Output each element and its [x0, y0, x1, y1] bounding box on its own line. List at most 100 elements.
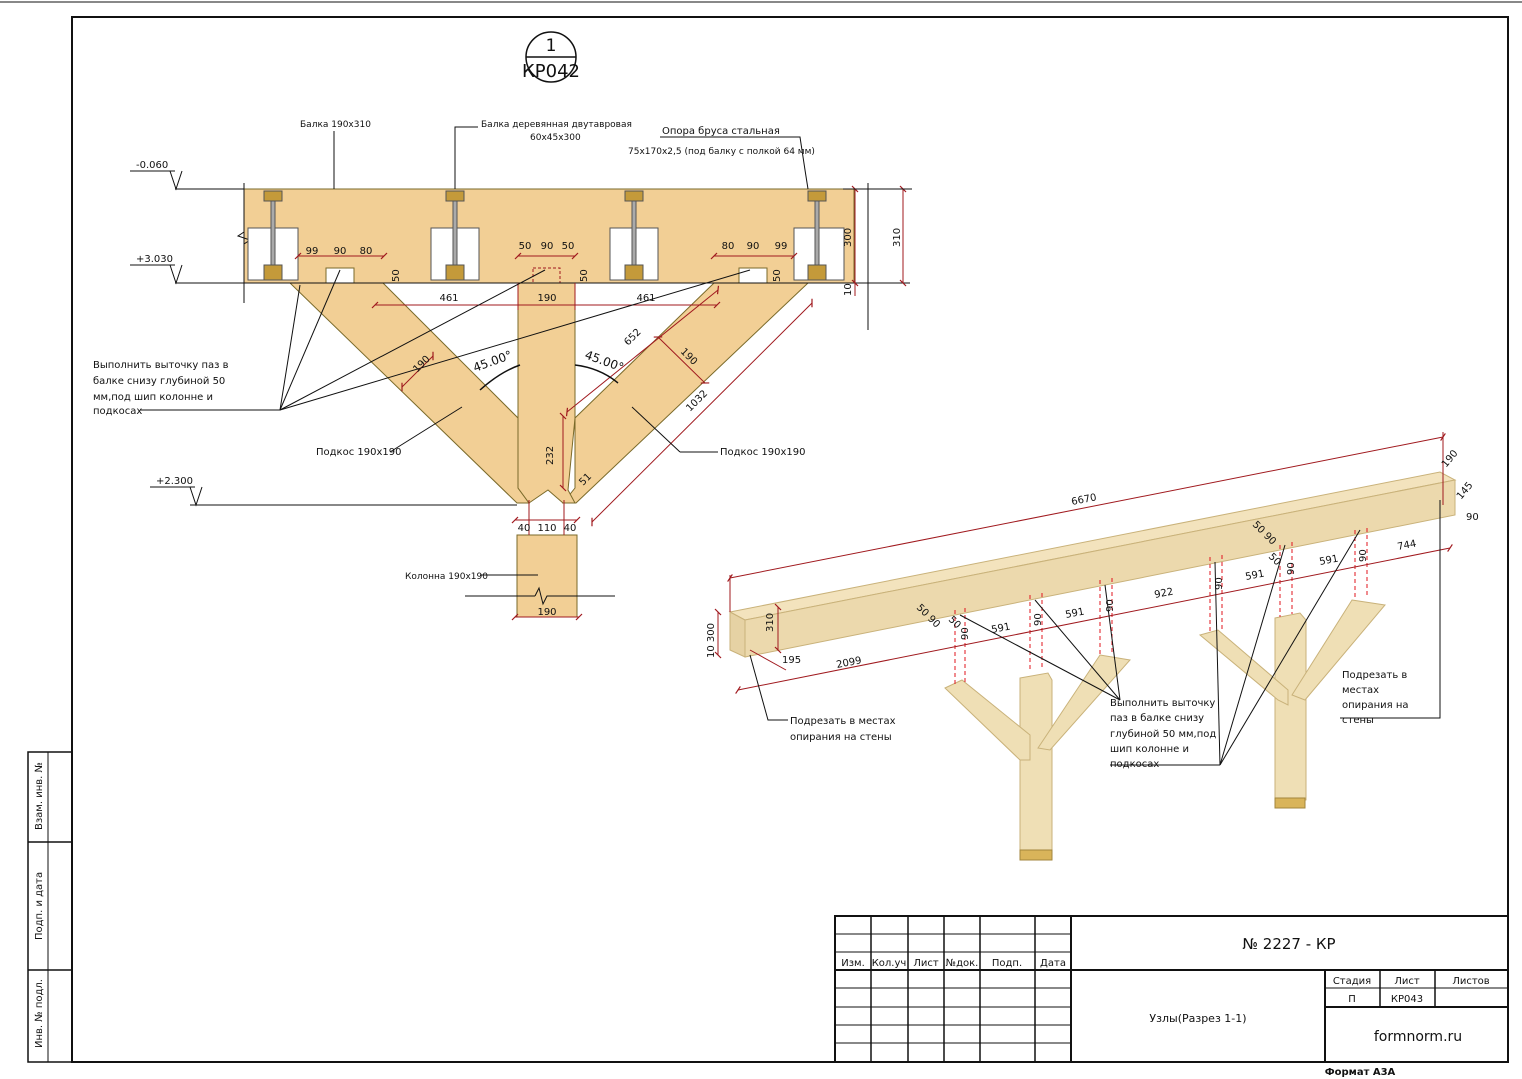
- i-joist-2: [430, 190, 480, 281]
- iso-callout-groove-2: паз в балке снизу: [1110, 713, 1204, 724]
- dim-90b: 90: [541, 241, 554, 252]
- callout-brace-right: Подкос 190х190: [720, 447, 805, 458]
- section-number: 1: [546, 36, 557, 56]
- tb-sheet-value: КР043: [1391, 994, 1423, 1005]
- dim-80b: 80: [722, 241, 735, 252]
- iso-dim-6670: 6670: [1070, 492, 1097, 508]
- iso-callout-groove-1: Выполнить выточку: [1110, 698, 1215, 709]
- dim-300: 300: [843, 228, 854, 247]
- tb-stage-value: П: [1348, 994, 1356, 1005]
- iso-dim-310: 310: [765, 613, 776, 632]
- iso-callout-groove-3: глубиной 50 мм,под: [1110, 729, 1216, 740]
- iso-dim-922: 922: [1153, 587, 1174, 601]
- dim-50b: 50: [562, 241, 575, 252]
- tb-sheets-label: Листов: [1452, 976, 1489, 987]
- tb-col-izm: Изм.: [841, 958, 865, 969]
- iso-brace-left-a: [944, 679, 1031, 761]
- callout-groove-3: мм,под шип колонне и: [93, 392, 213, 403]
- dim-232: 232: [545, 446, 556, 465]
- dim-110: 110: [537, 523, 556, 534]
- iso-dim-90-a: 90: [960, 627, 971, 640]
- section-marker: 1 КР042: [522, 31, 580, 83]
- tb-col-ndok: №док.: [946, 958, 979, 969]
- dim-50d: 50: [579, 269, 590, 282]
- callout-i-joist-2: 60х45х300: [530, 133, 581, 143]
- tb-sheet-title: Узлы(Разрез 1-1): [1149, 1012, 1246, 1025]
- tb-format: Формат А3А: [1325, 1067, 1396, 1078]
- iso-dim-10-300: 10 300: [706, 623, 717, 658]
- level-marks: [130, 170, 910, 507]
- tb-col-data: Дата: [1040, 958, 1066, 969]
- callout-groove-2: балке снизу глубиной 50: [93, 376, 225, 387]
- dim-99b: 99: [775, 241, 788, 252]
- dim-652: 652: [622, 327, 643, 348]
- i-joist-1: [247, 190, 299, 281]
- dim-190a: 190: [537, 293, 556, 304]
- i-joist-3: [609, 190, 659, 281]
- iso-callout-groove-4: шип колонне и: [1110, 744, 1189, 755]
- iso-callout-cut-1: Подрезать в местах: [790, 716, 896, 727]
- iso-beam-front: [729, 611, 746, 658]
- iso-view: 6670 190 145 90 10 300 310 195 2099 50 9…: [706, 432, 1479, 861]
- iso-callout-groove-5: подкосах: [1110, 759, 1159, 770]
- dim-90a: 90: [334, 246, 347, 257]
- iso-dim-195: 195: [782, 655, 801, 666]
- iso-callout-cut-r2: местах: [1342, 685, 1379, 696]
- i-joist-4: [793, 190, 845, 281]
- iso-dim-90-b: 90: [1033, 613, 1044, 626]
- callout-column: Колонна 190х190: [405, 572, 488, 582]
- iso-callout-cut-r4: стены: [1342, 715, 1374, 726]
- column-section: [516, 534, 578, 618]
- dimension-lines: [294, 183, 912, 621]
- sidebar-label-inv: Инв. № подл.: [34, 979, 45, 1048]
- iso-dim-90: 90: [1466, 512, 1479, 523]
- callout-groove-4: подкосах: [93, 406, 142, 417]
- tb-doc-number: № 2227 - КР: [1242, 935, 1335, 953]
- iso-dim-591-a: 591: [990, 622, 1011, 636]
- dim-40a: 40: [518, 523, 531, 534]
- level-brace-joint: +2.300: [156, 476, 193, 487]
- callout-support-1: Опора бруса стальная: [662, 126, 780, 137]
- dim-40b: 40: [564, 523, 577, 534]
- dim-80a: 80: [360, 246, 373, 257]
- callout-i-joist-1: Балка деревянная двутавровая: [481, 120, 632, 130]
- iso-dim-90-e: 90: [1286, 562, 1297, 575]
- tb-org: formnorm.ru: [1374, 1029, 1462, 1045]
- iso-dim-744: 744: [1396, 539, 1417, 553]
- tb-stage-label: Стадия: [1333, 976, 1371, 987]
- dim-310: 310: [892, 228, 903, 247]
- sidebar-label-zam: Взам. инв. №: [34, 762, 45, 830]
- column-break: [465, 586, 615, 606]
- dim-90c: 90: [747, 241, 760, 252]
- iso-dim-90-d: 90: [1214, 577, 1225, 590]
- iso-callout-cut-r3: опирания на: [1342, 700, 1409, 711]
- angle-arc-right: [574, 364, 619, 384]
- dim-50a: 50: [519, 241, 532, 252]
- dim-50c: 50: [391, 269, 402, 282]
- tb-col-kol: Кол.уч: [872, 958, 907, 969]
- groove-right: [738, 267, 768, 284]
- section-sheet: КР042: [522, 61, 580, 82]
- tb-sheet-label: Лист: [1394, 976, 1420, 987]
- tenon-core: [517, 282, 576, 504]
- angle-right: 45.00°: [583, 348, 626, 375]
- callout-groove-1: Выполнить выточку паз в: [93, 360, 229, 371]
- iso-dim-591-b: 591: [1064, 607, 1085, 621]
- iso-dim-90-c: 90: [1105, 599, 1116, 612]
- level-top: -0.060: [136, 160, 168, 171]
- iso-dim-591-d: 591: [1318, 554, 1339, 568]
- iso-post-right: [1274, 612, 1307, 806]
- callout-support-2: 75х170х2,5 (под балку с полкой 64 мм): [628, 147, 815, 157]
- iso-dim-90-f: 90: [1358, 549, 1369, 562]
- dim-50e: 50: [772, 269, 783, 282]
- callout-brace-left: Подкос 190х190: [316, 447, 401, 458]
- iso-dim-2099: 2099: [835, 655, 862, 671]
- dim-461a: 461: [439, 293, 458, 304]
- dim-99a: 99: [306, 246, 319, 257]
- iso-dim-591-c: 591: [1244, 569, 1265, 583]
- callout-beam: Балка 190х310: [300, 120, 371, 130]
- tb-col-podp: Подп.: [992, 958, 1022, 969]
- level-beam-bottom: +3.030: [136, 254, 173, 265]
